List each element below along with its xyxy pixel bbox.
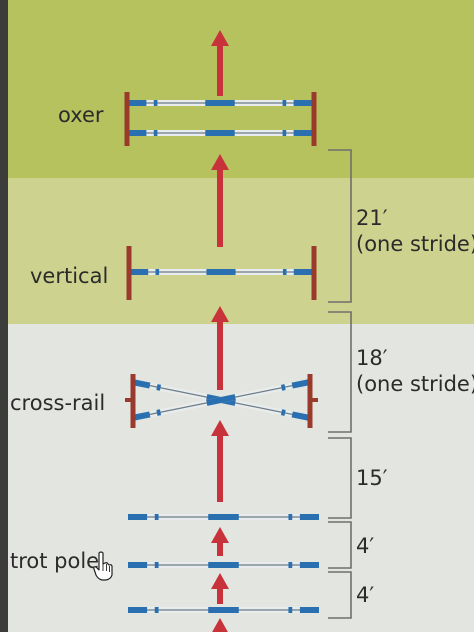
rail-stripe-5 <box>291 379 311 389</box>
arrow-2 <box>211 154 229 247</box>
distance-bracket-5 <box>328 571 352 619</box>
arrow-head <box>211 573 229 589</box>
distance-1-note: (one stride) <box>356 232 474 256</box>
distance-4-value: 4′ <box>356 534 375 558</box>
arrow-head <box>211 527 229 543</box>
rail-stripe-2 <box>156 384 162 391</box>
arrow-5 <box>211 527 229 556</box>
distance-brackets <box>328 149 352 619</box>
vertical-section <box>8 178 474 324</box>
arrow-head <box>211 420 229 436</box>
rail-stripe-2 <box>156 409 162 416</box>
distance-5-value: 4′ <box>356 583 375 607</box>
rail-stripe-3 <box>206 394 236 406</box>
cross-rail-jump <box>125 374 318 428</box>
arrow-head <box>211 154 229 170</box>
distance-3-value: 15′ <box>356 466 388 490</box>
cross-rail-label: cross-rail <box>10 391 106 415</box>
direction-arrows <box>211 30 229 632</box>
arrow-head <box>211 306 229 322</box>
cross-rail-section <box>8 324 474 632</box>
arrow-1 <box>211 30 229 96</box>
rail-stripe-4 <box>280 409 286 416</box>
rail-stripe-5 <box>291 411 311 421</box>
distance-bracket-3 <box>328 437 352 519</box>
oxer-jump <box>124 92 317 146</box>
jumps <box>124 92 319 613</box>
diagram-page: oxer vertical cross-rail trot pole 21′ (… <box>8 0 474 632</box>
arrow-head <box>212 618 228 632</box>
distance-bracket-4 <box>328 521 352 569</box>
oxer-section <box>8 0 474 178</box>
distance-bracket-2 <box>328 311 352 433</box>
arrow-7 <box>212 618 228 632</box>
arrow-3 <box>211 306 229 390</box>
distance-bracket-1 <box>328 149 352 303</box>
arrow-6 <box>211 573 229 604</box>
trot-pole-label: trot pole <box>10 549 100 573</box>
vertical-jump <box>126 246 317 300</box>
hand-cursor-icon <box>93 551 113 581</box>
arrow-head <box>211 30 229 46</box>
rail-stripe-4 <box>280 384 286 391</box>
distance-2-value: 18′ <box>356 346 388 370</box>
arrow-4 <box>211 420 229 502</box>
vertical-label: vertical <box>30 264 109 288</box>
oxer-label: oxer <box>58 103 104 127</box>
distance-2-note: (one stride) <box>356 372 474 396</box>
gymnastic-line-diagram <box>124 30 352 632</box>
distance-1-value: 21′ <box>356 206 388 230</box>
